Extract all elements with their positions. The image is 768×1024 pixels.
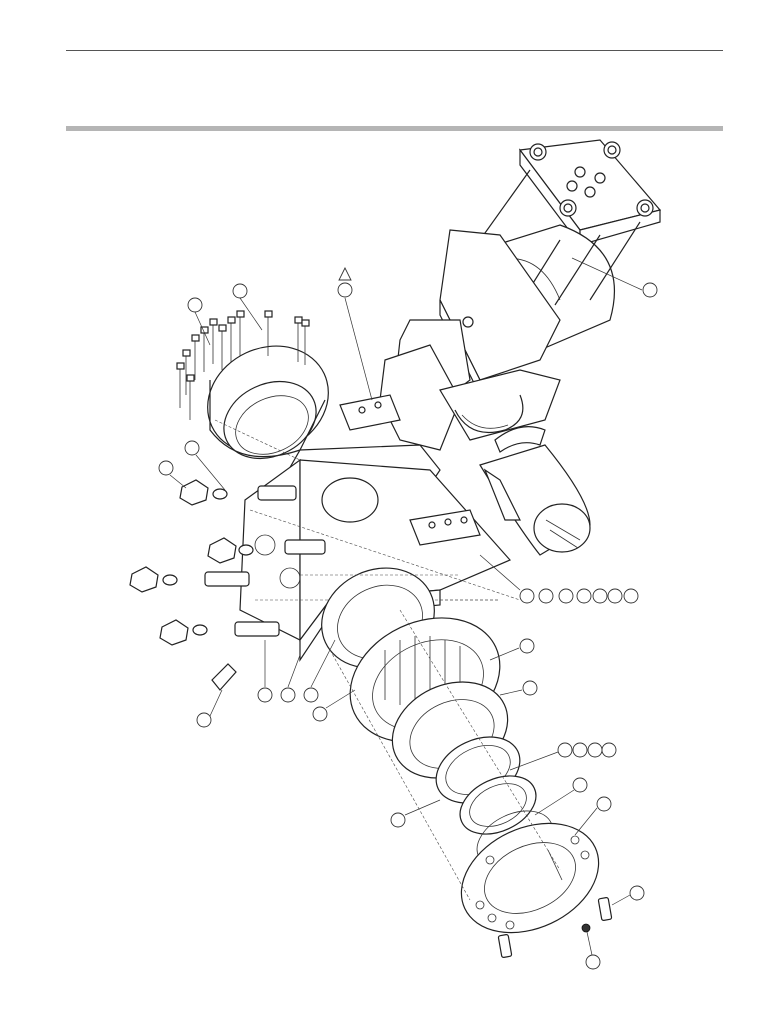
callout bbox=[623, 588, 639, 604]
callout bbox=[184, 440, 200, 456]
callout bbox=[312, 706, 328, 722]
callout bbox=[519, 588, 535, 604]
callout-balloons bbox=[158, 257, 658, 970]
assembly-lines bbox=[214, 419, 561, 901]
callout bbox=[629, 885, 645, 901]
callout bbox=[232, 283, 248, 299]
callout bbox=[558, 588, 574, 604]
callout bbox=[280, 687, 296, 703]
callout bbox=[576, 588, 592, 604]
callout bbox=[303, 687, 319, 703]
callout bbox=[337, 282, 353, 298]
callout bbox=[601, 742, 617, 758]
callout bbox=[257, 687, 273, 703]
bolt-ring-set bbox=[176, 310, 329, 460]
callout bbox=[390, 812, 406, 828]
callout bbox=[538, 588, 554, 604]
callout bbox=[187, 297, 203, 313]
callout bbox=[587, 742, 603, 758]
callout bbox=[522, 680, 538, 696]
callout bbox=[642, 282, 658, 298]
callout bbox=[585, 954, 601, 970]
breaker-plate-cartridge bbox=[479, 426, 591, 556]
callout bbox=[596, 796, 612, 812]
callout bbox=[572, 742, 588, 758]
pin-nut-washer-set bbox=[129, 479, 326, 691]
callout bbox=[607, 588, 623, 604]
callout bbox=[572, 777, 588, 793]
callout bbox=[557, 742, 573, 758]
header-band bbox=[66, 126, 723, 131]
callout bbox=[196, 712, 212, 728]
end-screws bbox=[497, 897, 613, 958]
revision-triangle-icon bbox=[338, 266, 352, 281]
seal-rings bbox=[435, 736, 554, 870]
header-rule bbox=[66, 50, 723, 51]
callout bbox=[519, 638, 535, 654]
hydraulic-cylinder bbox=[379, 139, 662, 451]
callout bbox=[592, 588, 608, 604]
end-flange bbox=[460, 822, 600, 934]
callout bbox=[158, 460, 174, 476]
